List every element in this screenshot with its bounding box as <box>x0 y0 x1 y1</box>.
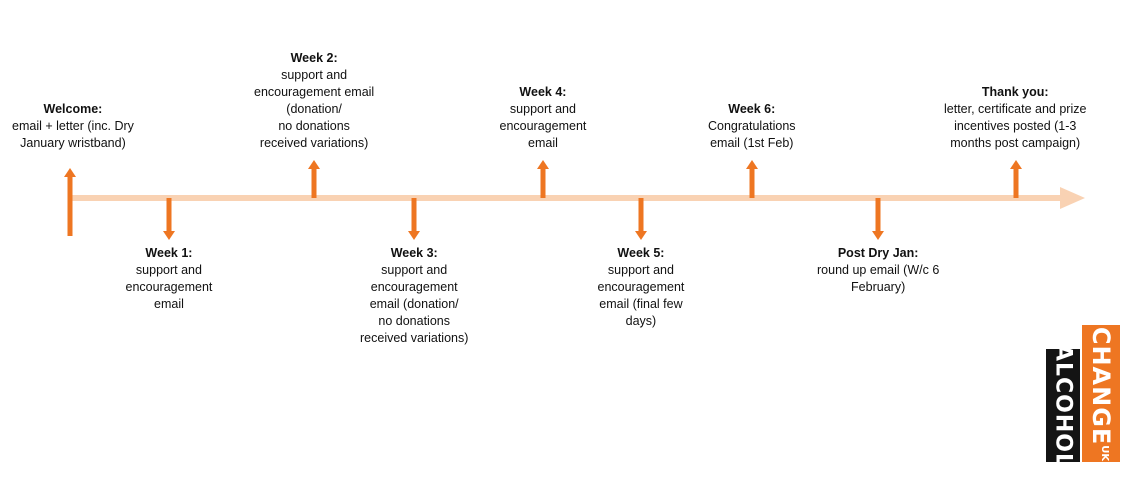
milestone-arrow-head <box>537 160 549 169</box>
milestone-arrow-head <box>308 160 320 169</box>
milestone-text: round up email (W/c 6 <box>817 263 940 277</box>
milestone-text: encouragement <box>597 280 685 294</box>
milestone-welcome: Welcome: email + letter (inc. Dry Januar… <box>12 101 134 152</box>
milestone-arrow <box>635 198 647 240</box>
timeline-bar <box>70 195 1062 201</box>
milestone-arrow <box>408 198 420 240</box>
milestone-text: encouragement <box>499 119 587 133</box>
milestone-connectors <box>64 160 1022 240</box>
milestone-text: no donations <box>378 314 450 328</box>
milestone-week-4: Week 4: support and encouragement email <box>500 84 587 152</box>
milestone-post-dry-jan: Post Dry Jan: round up email (W/c 6 Febr… <box>817 245 939 296</box>
timeline-arrowhead <box>1060 187 1085 209</box>
milestone-text: received variations) <box>360 331 469 345</box>
milestone-text: email <box>528 136 558 150</box>
milestone-text: letter, certificate and prize <box>944 102 1087 116</box>
milestone-title: Week 6: <box>728 102 776 116</box>
milestone-text: encouragement <box>370 280 458 294</box>
milestone-arrow-head <box>64 168 76 177</box>
milestone-text: incentives posted (1-3 <box>954 119 1077 133</box>
logo-change-block: CHANGEUK <box>1082 325 1120 462</box>
milestone-text: support and <box>135 263 202 277</box>
milestone-text: email (donation/ <box>369 297 459 311</box>
milestone-arrow <box>163 198 175 240</box>
milestone-text: support and <box>509 102 576 116</box>
milestone-text: email + letter (inc. Dry <box>12 119 134 133</box>
logo-word-alcohol: ALCOHOL <box>1050 343 1076 468</box>
milestone-text: received variations) <box>259 136 369 150</box>
milestone-text: email <box>154 297 184 311</box>
milestone-text: support and <box>281 68 348 82</box>
milestone-text: email (final few <box>599 297 683 311</box>
logo-alcohol-block: ALCOHOL <box>1046 343 1080 468</box>
milestone-title: Welcome: <box>43 102 103 116</box>
milestone-week-2: Week 2: support and encouragement email … <box>254 50 374 152</box>
milestone-arrow-head <box>163 231 175 240</box>
milestone-arrow <box>64 168 76 236</box>
milestone-title: Week 3: <box>390 246 438 260</box>
milestone-text: support and <box>381 263 448 277</box>
milestone-title: Week 1: <box>145 246 193 260</box>
milestone-title: Week 5: <box>617 246 665 260</box>
milestone-title: Thank you: <box>981 85 1049 99</box>
milestone-arrow <box>746 160 758 198</box>
milestone-text: email (1st Feb) <box>710 136 794 150</box>
milestone-arrow-head <box>1010 160 1022 169</box>
milestone-title: Week 2: <box>290 51 338 65</box>
milestone-text: no donations <box>278 119 350 133</box>
milestone-arrow-head <box>408 231 420 240</box>
logo-word-change-text: CHANGE <box>1087 326 1115 445</box>
milestone-text: encouragement email <box>254 85 375 99</box>
milestone-arrow <box>1010 160 1022 198</box>
alcohol-change-uk-logo: ALCOHOL CHANGEUK <box>1046 325 1120 468</box>
milestone-text: January wristband) <box>20 136 126 150</box>
milestone-title: Week 4: <box>519 85 567 99</box>
milestone-text: February) <box>851 280 906 294</box>
milestone-arrow-head <box>635 231 647 240</box>
milestone-text: days) <box>625 314 657 328</box>
milestone-text: months post campaign) <box>950 136 1081 150</box>
milestone-text: support and <box>607 263 674 277</box>
milestone-arrow <box>537 160 549 198</box>
milestone-arrow <box>308 160 320 198</box>
milestone-arrow <box>872 198 884 240</box>
milestone-week-5: Week 5: support and encouragement email … <box>598 245 685 330</box>
milestone-text: (donation/ <box>286 102 342 116</box>
milestone-week-6: Week 6: Congratulations email (1st Feb) <box>708 101 796 152</box>
milestone-thank-you: Thank you: letter, certificate and prize… <box>944 84 1086 152</box>
milestone-arrow-head <box>746 160 758 169</box>
milestone-text: Congratulations <box>708 119 796 133</box>
milestone-title: Post Dry Jan: <box>837 246 919 260</box>
milestone-text: encouragement <box>125 280 213 294</box>
logo-suffix-uk: UK <box>1099 444 1110 461</box>
timeline-axis <box>70 187 1085 209</box>
logo-word-change: CHANGEUK <box>1087 326 1115 460</box>
milestone-week-3: Week 3: support and encouragement email … <box>360 245 468 347</box>
milestone-week-1: Week 1: support and encouragement email <box>126 245 213 313</box>
milestone-arrow-head <box>872 231 884 240</box>
